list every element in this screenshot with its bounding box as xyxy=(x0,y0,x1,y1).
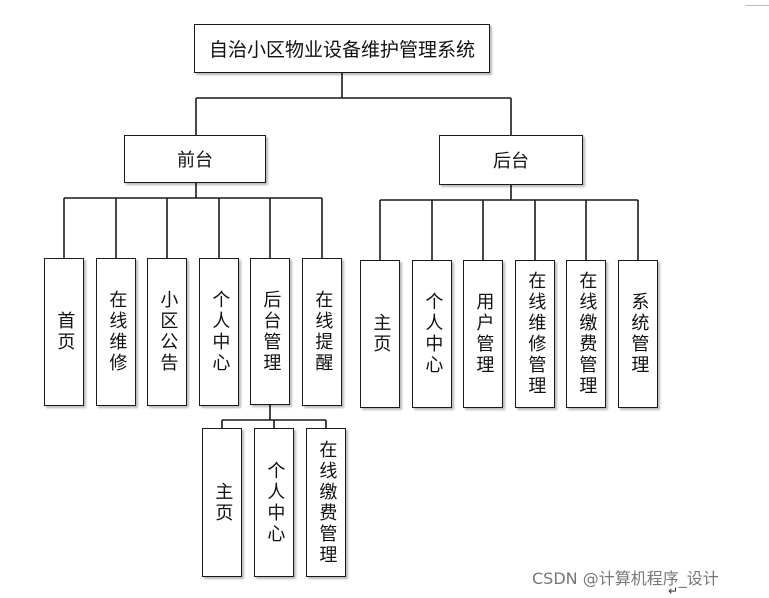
frontend-child-node: 个人中心 xyxy=(199,258,239,406)
backend-child-label: 系统管理 xyxy=(628,292,650,376)
admin-child-label: 在线缴费管理 xyxy=(316,439,338,566)
frontend-child-label: 个人中心 xyxy=(209,290,231,374)
root-label: 自治小区物业设备维护管理系统 xyxy=(208,39,475,61)
frontend-child-node: 小区公告 xyxy=(147,258,187,406)
frontend-node: 前台 xyxy=(124,135,266,183)
root-node: 自治小区物业设备维护管理系统 xyxy=(194,24,490,73)
frontend-label: 前台 xyxy=(177,150,213,171)
backend-child-label: 主页 xyxy=(370,313,392,355)
backend-child-label: 在线缴费管理 xyxy=(576,271,598,397)
admin-child-node: 在线缴费管理 xyxy=(306,428,346,577)
admin-child-node: 主页 xyxy=(202,428,242,577)
text-cursor-icon: ↵ xyxy=(668,584,679,598)
page-corner-mark xyxy=(746,0,769,6)
backend-child-node: 在线维修管理 xyxy=(515,260,555,408)
admin-child-label: 个人中心 xyxy=(264,460,286,545)
backend-child-node: 主页 xyxy=(360,260,400,408)
frontend-child-label: 在线维修 xyxy=(106,290,128,374)
frontend-child-node: 首页 xyxy=(44,258,84,406)
frontend-child-label: 在线提醒 xyxy=(312,290,334,374)
admin-child-label: 主页 xyxy=(212,481,234,524)
frontend-child-node: 在线维修 xyxy=(96,258,136,406)
frontend-child-label: 小区公告 xyxy=(157,290,179,374)
backend-child-node: 系统管理 xyxy=(618,260,658,408)
admin-child-node: 个人中心 xyxy=(254,428,294,577)
backend-child-label: 个人中心 xyxy=(422,292,444,376)
watermark: CSDN @计算机程序_设计 xyxy=(532,569,719,588)
frontend-child-label: 后台管理 xyxy=(260,289,282,374)
frontend-child-node: 在线提醒 xyxy=(302,258,342,406)
backend-child-node: 个人中心 xyxy=(412,260,452,408)
backend-child-node: 在线缴费管理 xyxy=(566,260,606,408)
backend-child-node: 用户管理 xyxy=(463,260,503,408)
backend-label: 后台 xyxy=(493,151,529,172)
frontend-child-label: 首页 xyxy=(54,311,76,353)
frontend-child-node: 后台管理 xyxy=(250,258,290,405)
backend-child-label: 在线维修管理 xyxy=(525,271,547,397)
backend-node: 后台 xyxy=(439,135,583,185)
backend-child-label: 用户管理 xyxy=(473,292,495,376)
